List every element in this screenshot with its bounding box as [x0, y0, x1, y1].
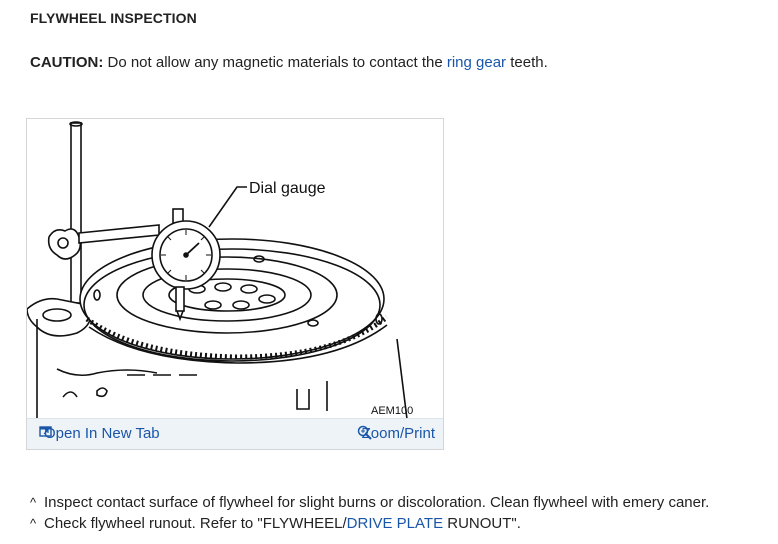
caret-marker: ^: [30, 516, 37, 531]
list-item-text-after: RUNOUT".: [443, 515, 521, 532]
list-item: ^ Check flywheel runout. Refer to "FLYWHE…: [30, 513, 709, 534]
ring-gear-link[interactable]: ring gear: [446, 54, 507, 71]
figure-code: AEM100: [371, 405, 414, 417]
caution-text-after: teeth.: [506, 54, 548, 71]
list-item-text-before: Check flywheel runout. Refer to "FLYWHEE…: [44, 515, 347, 532]
figure-panel: Dial gauge AEM100 Open In New Tab: [26, 118, 444, 450]
caution-note: CAUTION: Do not allow any magnetic mater…: [30, 54, 548, 71]
caret-marker: ^: [30, 495, 37, 510]
dial-gauge-illustration: Dial gauge: [27, 121, 408, 419]
list-item-text: Inspect contact surface of flywheel for …: [44, 494, 710, 511]
instruction-list: ^ Inspect contact surface of flywheel for…: [30, 492, 709, 534]
dial-gauge-callout: Dial gauge: [249, 180, 326, 197]
page-title: FLYWHEEL INSPECTION: [30, 10, 197, 26]
caution-text-before: Do not allow any magnetic materials to c…: [103, 54, 447, 71]
caution-label: CAUTION:: [30, 54, 104, 71]
open-in-new-tab-label: Open In New Tab: [44, 425, 160, 442]
zoom-print-label: Zoom/Print: [361, 425, 435, 442]
list-item: ^ Inspect contact surface of flywheel for…: [30, 492, 709, 513]
figure-toolbar: Open In New Tab Zoom/Print: [27, 418, 443, 449]
zoom-print-button[interactable]: Zoom/Print: [357, 425, 435, 442]
drive-plate-link[interactable]: DRIVE PLATE: [346, 515, 444, 532]
open-in-new-tab-button[interactable]: Open In New Tab: [39, 425, 160, 442]
